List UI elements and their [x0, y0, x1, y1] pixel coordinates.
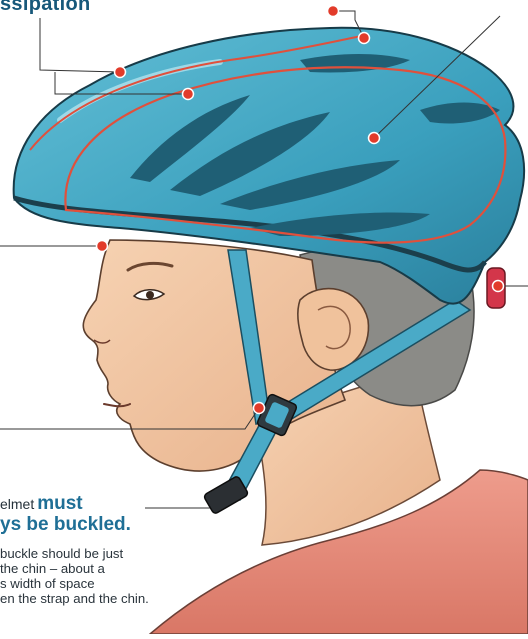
callout-marker-icon: [254, 403, 265, 414]
buckle-note-body-line: buckle should be just: [0, 546, 123, 561]
buckle-note-body-line: the chin – about a: [0, 561, 105, 576]
callout-marker-icon: [97, 241, 108, 252]
side-release-buckle-icon: [203, 475, 249, 514]
callout-marker-icon: [359, 33, 370, 44]
buckle-note-body-line: en the strap and the chin.: [0, 591, 149, 606]
callout-marker-icon: [183, 89, 194, 100]
buckle-note-emphasis: must: [37, 493, 82, 514]
callout-marker-icon: [115, 67, 126, 78]
buckle-note-plain: elmet: [0, 496, 34, 512]
callout-marker-icon: [328, 6, 339, 17]
eye-pupil: [146, 291, 154, 299]
heat-dissipation-heading: ssipation: [0, 0, 91, 16]
buckle-note-headline: ys be buckled.: [0, 514, 131, 536]
buckle-note-body-line: s width of space: [0, 576, 95, 591]
callout-marker-icon: [493, 281, 504, 292]
callout-marker-icon: [369, 133, 380, 144]
